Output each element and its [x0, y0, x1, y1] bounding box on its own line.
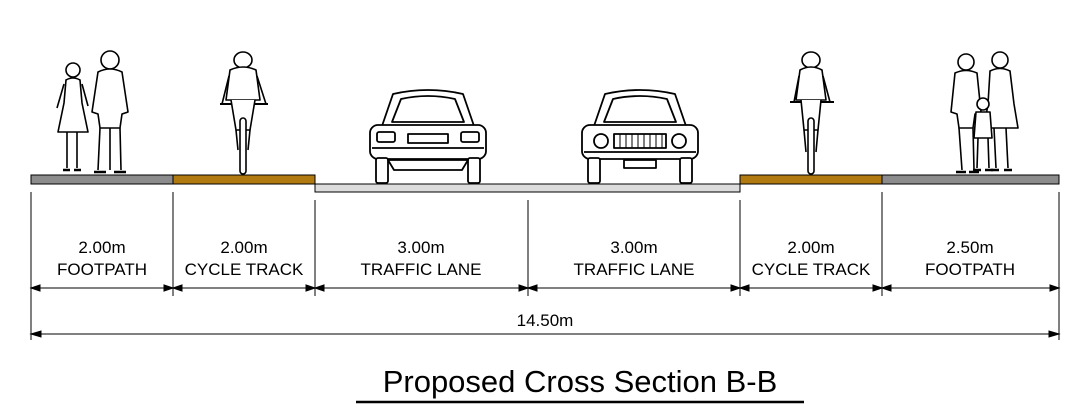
segment-dimension-line — [29, 284, 1061, 292]
total-width-label: 14.50m — [517, 311, 574, 330]
cycle-track-left-surface — [172, 174, 316, 185]
segment-3-label: TRAFFIC LANE — [361, 260, 482, 279]
total-dimension-line — [29, 330, 1061, 338]
segment-6-label: FOOTPATH — [925, 260, 1015, 279]
segment-6-width: 2.50m — [946, 238, 993, 257]
dimension-extension-lines — [30, 192, 1060, 340]
carriageway-surface — [314, 183, 741, 193]
segment-4-width: 3.00m — [610, 238, 657, 257]
segment-2-label: CYCLE TRACK — [185, 260, 304, 279]
segment-3-width: 3.00m — [397, 238, 444, 257]
segment-5-width: 2.00m — [787, 238, 834, 257]
pedestrians-couple-figure — [56, 50, 129, 174]
cyclist-rear-figure — [220, 51, 268, 175]
segment-labels: 2.00m FOOTPATH 2.00m CYCLE TRACK 3.00m T… — [57, 238, 1015, 279]
cyclist-front-figure — [790, 51, 834, 175]
segment-1-label: FOOTPATH — [57, 260, 147, 279]
footpath-left-surface — [30, 174, 174, 185]
road-surfaces — [30, 174, 1060, 193]
car-front-figure — [581, 89, 699, 184]
pedestrians-family-figure — [950, 51, 1019, 174]
car-rear-figure — [369, 89, 487, 184]
segment-5-label: CYCLE TRACK — [752, 260, 871, 279]
segment-4-label: TRAFFIC LANE — [574, 260, 695, 279]
cycle-track-right-surface — [739, 174, 883, 185]
footpath-right-surface — [881, 174, 1060, 185]
diagram-title: Proposed Cross Section B-B — [383, 364, 778, 399]
segment-1-width: 2.00m — [78, 238, 125, 257]
segment-2-width: 2.00m — [220, 238, 267, 257]
